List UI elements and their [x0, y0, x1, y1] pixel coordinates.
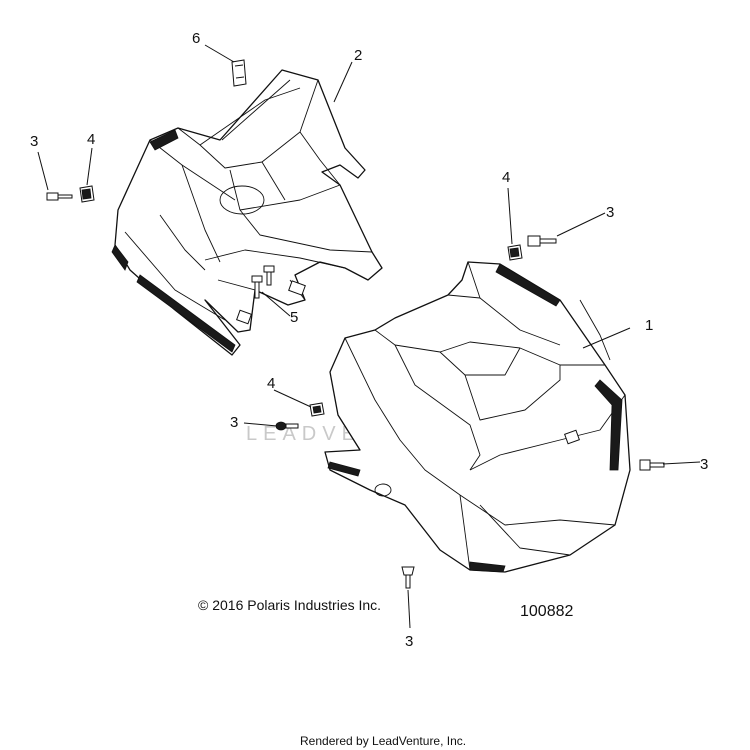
rendered-by-credit: Rendered by LeadVenture, Inc.	[300, 734, 466, 748]
callout-part-6: 6	[192, 30, 200, 47]
callout-part-1: 1	[645, 317, 653, 334]
callout-screw-middle: 3	[230, 414, 238, 431]
callout-screw-bottom: 3	[405, 633, 413, 650]
part-2-upper-cover[interactable]	[111, 69, 383, 356]
screw-3-right[interactable]	[527, 235, 557, 247]
leader-lines	[37, 44, 701, 629]
part-1-lower-housing[interactable]	[324, 261, 631, 573]
callout-nut-right: 4	[502, 169, 510, 186]
callout-screw-far-right: 3	[700, 456, 708, 473]
callout-part-2: 2	[354, 47, 362, 64]
drawing-number: 100882	[520, 603, 573, 620]
nut-4-upper-left[interactable]	[79, 185, 95, 203]
callout-part-5: 5	[290, 309, 298, 326]
callout-nut-upper-left: 4	[87, 131, 95, 148]
part-6-clip[interactable]	[231, 59, 247, 87]
screw-3-far-right[interactable]	[639, 459, 665, 471]
screw-3-upper-left[interactable]	[46, 192, 73, 201]
callout-screw-upper-left: 3	[30, 133, 38, 150]
screw-3-bottom[interactable]	[401, 566, 415, 589]
nut-4-right[interactable]	[507, 244, 523, 261]
part-5-fasteners[interactable]	[251, 265, 275, 299]
copyright-notice: © 2016 Polaris Industries Inc.	[198, 597, 381, 613]
callout-screw-right: 3	[606, 204, 614, 221]
nut-4-middle[interactable]	[309, 402, 325, 417]
callout-nut-middle: 4	[267, 375, 275, 392]
